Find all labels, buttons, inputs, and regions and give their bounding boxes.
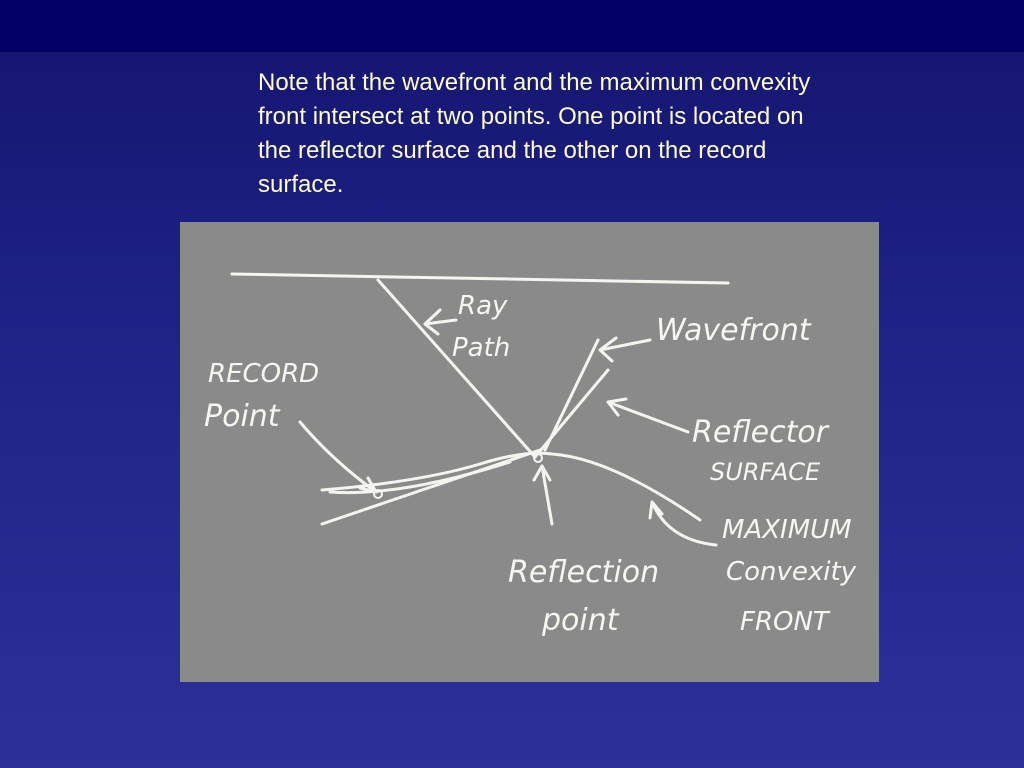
reflector-label-line1: Reflector xyxy=(692,415,830,450)
chalkboard-photo: Ray Path Wavefront RECORD Point Reflecto… xyxy=(180,222,879,682)
wavefront-upper-line xyxy=(543,338,600,452)
wavefront-line xyxy=(320,448,542,526)
convexity-arrow xyxy=(648,500,718,547)
reflector-arrow xyxy=(606,397,690,434)
reflector-surface-line xyxy=(533,368,610,459)
reflector-label-line2: SURFACE xyxy=(710,458,821,486)
record-surface-line xyxy=(230,272,730,285)
record-label-line2: Point xyxy=(204,399,281,434)
max-label-line2: Convexity xyxy=(726,557,857,587)
chalk-diagram: Ray Path Wavefront RECORD Point Reflecto… xyxy=(204,272,857,638)
ray-path-arrow xyxy=(423,308,458,336)
wavefront-label: Wavefront xyxy=(656,313,812,348)
ray-label-line1: Ray xyxy=(458,291,508,321)
convexity-front-curve xyxy=(320,451,702,522)
record-label-line1: RECORD xyxy=(208,359,319,389)
reflection-point-arrow xyxy=(532,464,554,526)
reflection-label-line2: point xyxy=(541,603,620,638)
reflection-label-line1: Reflection xyxy=(508,555,659,590)
ray-label-line2: Path xyxy=(452,333,510,363)
title-band xyxy=(0,0,1024,52)
slide-caption: Note that the wavefront and the maximum … xyxy=(258,69,811,198)
ray-path-line xyxy=(376,278,537,459)
max-label-line1: MAXIMUM xyxy=(722,515,852,545)
record-point-arrow xyxy=(298,420,378,494)
wavefront-arrow xyxy=(598,336,652,363)
reflection-point-marker xyxy=(533,453,543,463)
max-label-line3: FRONT xyxy=(740,607,831,637)
record-point-marker xyxy=(373,489,383,499)
convexity-front-lower xyxy=(328,460,512,495)
